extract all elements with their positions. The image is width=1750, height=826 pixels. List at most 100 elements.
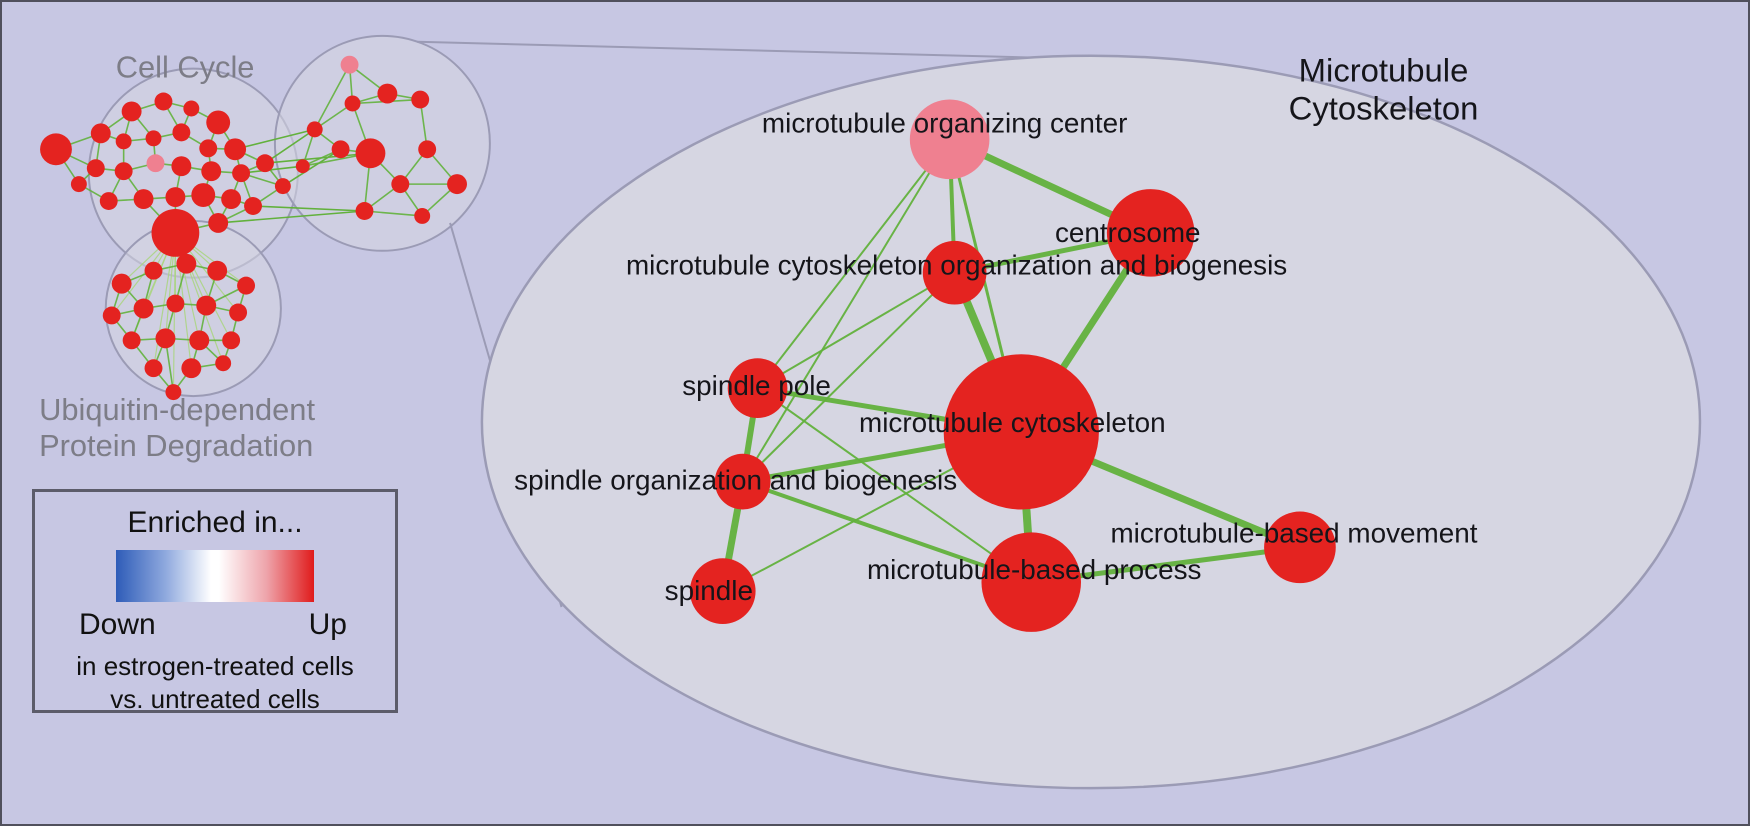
overview-node: [189, 330, 210, 351]
overview-node: [102, 306, 121, 325]
overview-node: [155, 328, 176, 349]
legend: Enriched in... Down Up in estrogen-treat…: [32, 489, 398, 715]
overview-node: [70, 176, 87, 193]
overview-node: [274, 178, 291, 195]
overview-node: [224, 138, 247, 161]
overview-node: [344, 95, 361, 112]
overview-bridge-edge: [234, 128, 315, 151]
detail-cluster-title-line1: Microtubule: [1299, 52, 1469, 89]
overview-node: [90, 123, 111, 144]
overview-node: [355, 138, 386, 169]
overview-node: [40, 133, 72, 166]
overview-node: [355, 202, 374, 220]
overview-node: [206, 110, 231, 135]
overview-node: [331, 140, 350, 159]
ubiquitin-cluster-label-line1: Ubiquitin-dependent: [39, 392, 315, 427]
overview-node: [171, 156, 192, 177]
overview-node: [145, 130, 162, 147]
overview-node: [207, 260, 228, 281]
detail-edge: [741, 479, 1032, 585]
zoom-connector-line: [417, 40, 1040, 59]
detail-node: [1264, 511, 1336, 584]
detail-node-label: microtubule-based process: [867, 554, 1201, 585]
cluster-boundary-circle: [273, 34, 491, 252]
overview-node: [215, 355, 232, 372]
ubiquitin-cluster-label-line2: Protein Degradation: [39, 428, 313, 463]
legend-up-label: Up: [308, 608, 347, 641]
overview-node: [144, 261, 163, 280]
overview-node: [121, 101, 142, 122]
detail-edge: [756, 387, 1032, 583]
legend-downup-row: Down Up: [35, 608, 395, 642]
overview-node: [199, 139, 218, 158]
detail-node: [727, 358, 788, 418]
legend-caption-line2: vs. untreated cells: [110, 683, 320, 714]
overview-node: [86, 159, 105, 178]
overview-node: [256, 154, 274, 173]
detail-node-label: microtubule cytoskeleton: [859, 407, 1166, 438]
overview-node: [201, 161, 222, 182]
detail-node: [909, 99, 990, 180]
overview-node: [115, 133, 132, 150]
overview-bridge-edge: [264, 128, 316, 164]
overview-node: [111, 273, 132, 294]
overview-bridge-edge: [282, 148, 342, 187]
overview-node: [154, 92, 173, 111]
detail-node: [714, 453, 771, 510]
overview-node: [447, 174, 467, 195]
network-layer: [40, 34, 1702, 790]
detail-node-label: microtubule organizing center: [762, 107, 1127, 138]
detail-node-label: spindle pole: [682, 370, 831, 401]
overview-node: [221, 189, 242, 209]
detail-node: [689, 558, 756, 624]
overview-node: [229, 303, 248, 322]
overview-bridge-edge: [240, 165, 303, 174]
overview-node: [181, 358, 202, 379]
overview-node: [172, 123, 191, 142]
overview-node: [418, 140, 437, 159]
overview-edge: [314, 64, 351, 130]
overview-node: [165, 384, 182, 401]
overview-node: [151, 208, 200, 257]
detail-edge: [756, 138, 951, 389]
overview-bridge-edge: [218, 210, 365, 224]
labels-layer: Cell Cycle Ubiquitin-dependent Protein D…: [39, 50, 1478, 606]
overview-node: [99, 192, 118, 210]
overview-node: [244, 197, 262, 215]
detail-node-label: spindle organization and biogenesis: [514, 465, 957, 496]
overview-node: [144, 359, 163, 378]
detail-node: [943, 354, 1099, 510]
overview-node: [306, 121, 323, 138]
overview-node: [133, 189, 154, 209]
detail-edge: [741, 271, 956, 483]
overview-node: [146, 154, 165, 173]
overview-node: [114, 162, 133, 181]
legend-title: Enriched in...: [127, 506, 303, 539]
overview-node: [232, 164, 251, 183]
detail-edge: [757, 271, 956, 389]
overview-node: [196, 295, 217, 316]
overview-node: [165, 187, 186, 208]
overview-node: [133, 298, 154, 319]
overview-bridge-edge: [264, 152, 371, 165]
detail-node-label: microtubule cytoskeleton organization an…: [626, 250, 1287, 281]
detail-node: [922, 240, 987, 305]
overview-node: [295, 159, 310, 174]
overview-node: [237, 276, 256, 295]
overview-node: [208, 212, 229, 233]
overview-node: [411, 90, 430, 109]
overview-node: [176, 253, 197, 274]
overview-fan-edge: [172, 232, 177, 393]
overview-node: [222, 331, 241, 350]
overview-node: [414, 207, 431, 224]
cell-cycle-cluster-label: Cell Cycle: [116, 50, 255, 85]
legend-down-label: Down: [79, 608, 156, 641]
overview-node: [340, 55, 359, 74]
legend-caption-line1: in estrogen-treated cells: [76, 651, 354, 681]
detail-node: [981, 532, 1081, 632]
overview-edge: [364, 210, 423, 217]
legend-caption: in estrogen-treated cells vs. untreated …: [35, 650, 395, 715]
overview-bridge-edge: [252, 205, 365, 212]
